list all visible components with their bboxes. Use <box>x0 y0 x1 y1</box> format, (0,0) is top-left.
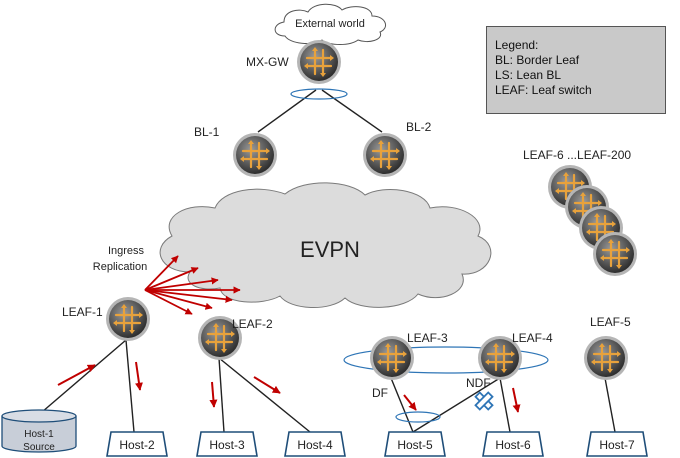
blocked-x-icon <box>474 391 494 411</box>
host-4-label: Host-4 <box>297 438 333 452</box>
leaf-5-label: LEAF-5 <box>590 315 631 329</box>
link-leaf2-host3 <box>218 357 225 433</box>
ndf-label: NDF <box>466 376 491 390</box>
legend-item-lean-bl: LS: Lean BL <box>495 68 562 82</box>
link-leaf4-host6 <box>499 377 511 433</box>
router-bl-1[interactable] <box>231 131 279 179</box>
router-bl-2[interactable] <box>361 131 409 179</box>
host-7-label: Host-7 <box>599 438 635 452</box>
evpn-label: EVPN <box>300 237 360 262</box>
host-5-label: Host-5 <box>397 438 433 452</box>
router-leaf-1[interactable] <box>104 295 152 343</box>
df-label: DF <box>372 386 388 400</box>
bl-2-label: BL-2 <box>406 120 432 134</box>
hosts <box>106 431 648 457</box>
mx-gw-label: MX-GW <box>246 55 289 69</box>
link-leaf5-host7 <box>604 377 616 433</box>
external-world-label: External world <box>295 18 365 30</box>
host-7-box[interactable] <box>586 431 648 457</box>
links <box>41 89 616 433</box>
link-leaf3-host5 <box>390 377 414 433</box>
router-leaf-200[interactable] <box>591 230 639 278</box>
ingress-label-line2: Replication <box>93 261 147 273</box>
legend-item-border-leaf: BL: Border Leaf <box>495 53 580 67</box>
link-mxgw-bl1 <box>257 89 317 133</box>
leaf-3-label: LEAF-3 <box>407 331 448 345</box>
legend-title: Legend: <box>495 38 539 52</box>
traffic-arrows <box>57 361 521 413</box>
bl-1-label: BL-1 <box>194 125 220 139</box>
link-leaf4-host5 <box>412 377 501 433</box>
host-5-box[interactable] <box>384 431 446 457</box>
link-leaf1-host2 <box>125 339 135 433</box>
ingress-label-line1: Ingress <box>108 245 145 257</box>
router-mx-gw[interactable] <box>295 38 343 86</box>
leaf-1-label: LEAF-1 <box>62 305 103 319</box>
legend-item-leaf-switch: LEAF: Leaf switch <box>495 83 592 97</box>
host-3-label: Host-3 <box>209 438 245 452</box>
host-2-box[interactable] <box>106 431 168 457</box>
lag-ring-leaf3-leaf4 <box>343 346 549 374</box>
host-2-label: Host-2 <box>119 438 155 452</box>
leaf-group-label: LEAF-6 ...LEAF-200 <box>523 148 631 162</box>
host-4-box[interactable] <box>284 431 346 457</box>
host-1-label: Host-1 <box>24 429 54 440</box>
external-world-cloud: External world <box>274 3 387 45</box>
leaf-2-label: LEAF-2 <box>232 317 273 331</box>
router-leaf-5[interactable] <box>582 334 630 382</box>
legend-box: Legend: BL: Border Leaf LS: Lean BL LEAF… <box>486 26 666 114</box>
evpn-cloud: EVPN <box>159 182 492 309</box>
host-1-source-label: Source <box>23 442 55 453</box>
link-mxgw-bl2 <box>321 89 383 133</box>
host-6-box[interactable] <box>482 431 544 457</box>
ingress-replication-arrows <box>144 255 241 315</box>
link-leaf1-host1 <box>41 339 127 413</box>
lag-ring-host5 <box>395 411 441 423</box>
leaf-4-label: LEAF-4 <box>512 331 553 345</box>
host-1-source[interactable]: Host-1 Source <box>1 409 77 453</box>
link-leaf2-host4 <box>218 357 311 433</box>
host-3-box[interactable] <box>196 431 258 457</box>
host-6-label: Host-6 <box>495 438 531 452</box>
lag-ring-mxgw <box>290 88 348 100</box>
